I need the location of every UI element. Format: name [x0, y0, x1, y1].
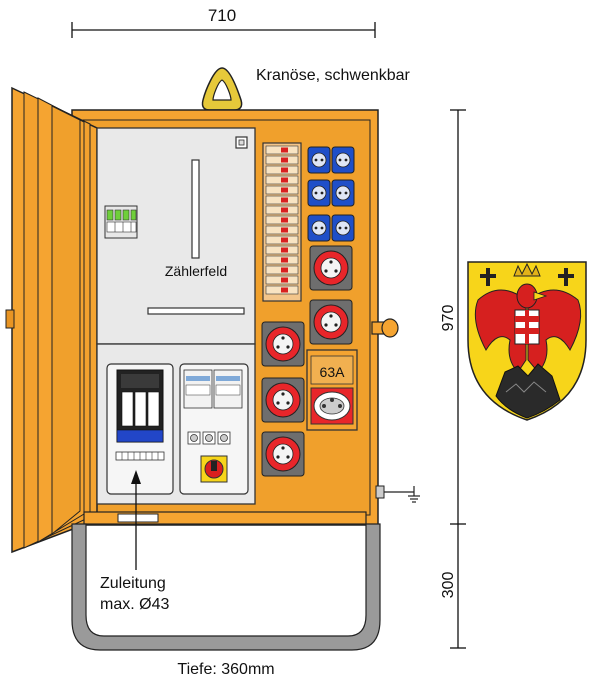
- cee-socket: [261, 377, 305, 423]
- schuko-socket: [331, 179, 355, 207]
- socket-63a-label: 63A: [320, 364, 346, 380]
- mcb-toggle: [281, 187, 288, 193]
- earth-ground-icon: [375, 485, 420, 503]
- mcb-toggle: [281, 247, 288, 253]
- schuko-sockets: [307, 146, 355, 242]
- surge-arrester: [104, 205, 138, 239]
- cee-socket: [261, 431, 305, 477]
- height-dimension-label: 970: [440, 305, 457, 332]
- supply-line-label: Zuleitung: [100, 575, 166, 592]
- cee-socket: [309, 245, 353, 291]
- supply-max-label: max. Ø43: [100, 596, 169, 613]
- mcb-toggle: [281, 267, 288, 273]
- meter-field-panel: Zählerfeld: [96, 127, 256, 345]
- stand-dimension-label: 300: [440, 572, 457, 599]
- coat-of-arms-icon: [467, 261, 587, 421]
- mcb-toggle: [281, 227, 288, 233]
- mcb-toggle: [281, 167, 288, 173]
- width-dimension-label: 710: [208, 6, 236, 25]
- schuko-socket: [331, 214, 355, 242]
- width-dimension: 710: [71, 6, 376, 38]
- mcb-toggle: [281, 157, 288, 163]
- mcb-toggle: [281, 177, 288, 183]
- lifting-eye-label: Kranöse, schwenkbar: [256, 67, 411, 84]
- cabinet-stand: [71, 511, 381, 651]
- lifting-eye-icon: [201, 67, 243, 111]
- schuko-socket: [307, 214, 331, 242]
- cee-sockets: [261, 245, 353, 477]
- door-handle-icon: [371, 318, 399, 338]
- protection-panel: [179, 363, 249, 495]
- mcb-toggle: [281, 257, 288, 263]
- supply-line-arrow: [131, 470, 141, 570]
- mcb-toggle: [281, 277, 288, 283]
- mcb-toggle: [281, 217, 288, 223]
- depth-label: Tiefe: 360mm: [177, 661, 274, 678]
- mcb-toggle: [281, 147, 288, 153]
- schuko-socket: [307, 179, 331, 207]
- mcb-toggle: [281, 197, 288, 203]
- mcb-toggle: [281, 237, 288, 243]
- height-dimension: [450, 109, 466, 649]
- mcb-toggle: [281, 207, 288, 213]
- mcb-toggle: [281, 287, 288, 293]
- socket-63a: 63A: [306, 349, 358, 431]
- cee-socket: [309, 299, 353, 345]
- schuko-socket: [331, 146, 355, 174]
- meter-field-label: Zählerfeld: [165, 263, 227, 279]
- cabinet-door: [5, 86, 98, 554]
- hinge-icon: [5, 309, 15, 329]
- mcb-column: [262, 142, 302, 302]
- supply-panel: [96, 343, 256, 505]
- cee-socket: [261, 321, 305, 367]
- schuko-socket: [307, 146, 331, 174]
